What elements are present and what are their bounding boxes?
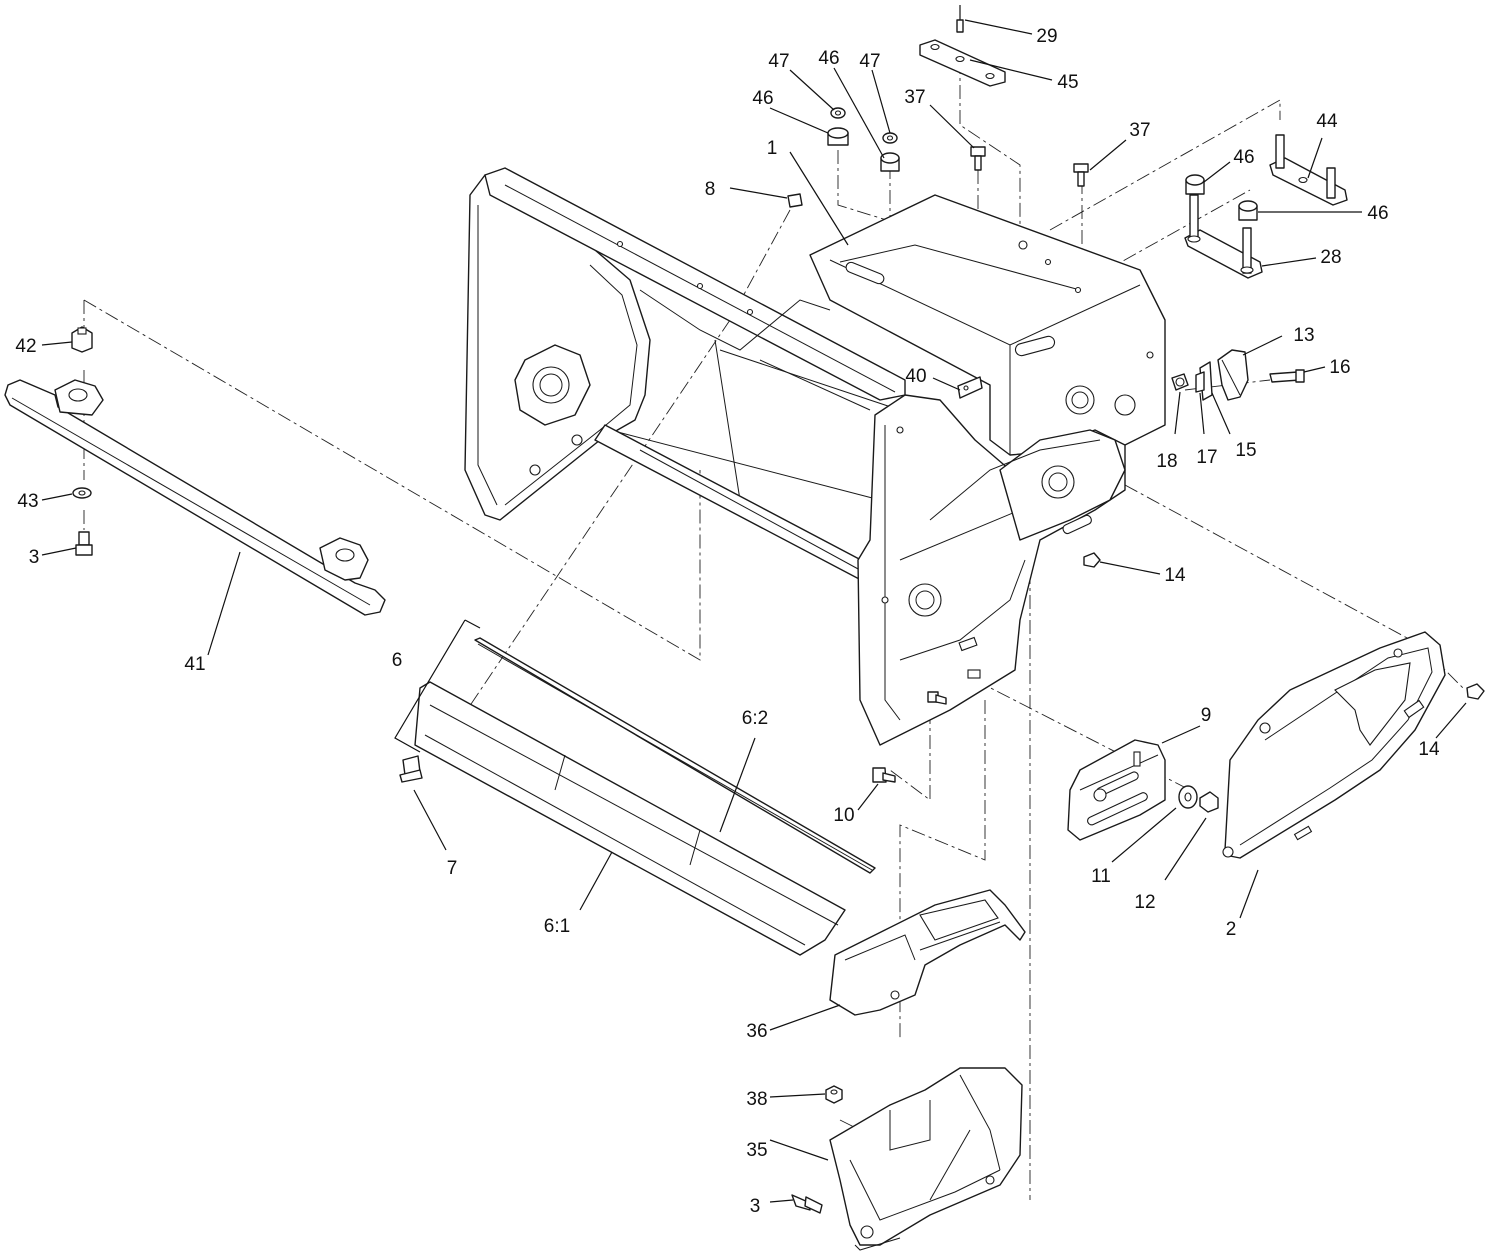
callout-47: 47 [768,51,789,72]
callout-15: 15 [1235,440,1256,461]
callout-40: 40 [905,366,926,387]
latch-assembly [1171,349,1305,401]
shaft-plate-28 [1184,194,1263,279]
belt-cover [1222,631,1446,859]
grommet-46-plate-44 [1185,174,1205,195]
shaft-plate-44 [1269,134,1348,206]
pin-29 [956,5,964,33]
housing-frame [464,167,1166,746]
callout-43: 43 [17,491,38,512]
link-45 [919,39,1006,87]
callout-44: 44 [1316,111,1338,132]
pin-10 [872,691,947,783]
washer-47-left [830,107,846,119]
callout-2: 2 [1226,919,1237,940]
callout-13: 13 [1293,325,1314,346]
carriage-bolt-7 [399,755,423,783]
callout-46: 46 [1233,147,1254,168]
clip-40 [957,376,983,399]
bolt-3-left [75,531,93,556]
callout-42: 42 [15,336,36,357]
callout-37: 37 [904,87,925,108]
nut-12 [1199,791,1219,813]
nut-38 [825,1085,843,1104]
callout-29: 29 [1036,26,1057,47]
grommet-46-plate-28 [1238,200,1258,221]
callout-28: 28 [1320,247,1341,268]
grommet-46-top-left [827,127,849,146]
callout-14: 14 [1164,565,1186,586]
callout-46: 46 [1367,203,1388,224]
leader-lines [41,19,1467,1203]
callout-1: 1 [767,138,778,159]
callout-3: 3 [750,1196,761,1217]
callout-8: 8 [705,179,716,200]
screw-37-right [1073,163,1089,187]
scraper-bar-6-1 [414,681,846,956]
callout-6: 6 [392,650,403,671]
callout-35: 35 [746,1140,767,1161]
callout-37: 37 [1129,120,1150,141]
skid-shoe-9 [1067,739,1166,841]
washer-43 [72,487,92,499]
callout-47: 47 [859,51,880,72]
callout-36: 36 [746,1021,767,1042]
callout-14: 14 [1418,739,1440,760]
callout-41: 41 [184,654,205,675]
callout-45: 45 [1057,72,1078,93]
callout-labels: 1 2 3 3 6 6:1 6:2 7 8 9 10 11 12 13 14 1… [15,26,1440,1217]
callout-6-2: 6:2 [742,708,768,729]
bolt-3-bottom [791,1194,823,1214]
scraper-blade-6-2 [474,637,876,874]
callout-3: 3 [29,547,40,568]
callout-17: 17 [1196,447,1217,468]
callout-10: 10 [833,805,854,826]
callout-46: 46 [752,88,773,109]
cross-bar [4,379,386,616]
bracket-6 [394,619,481,753]
bolt-14-frame [1083,552,1101,568]
callout-38: 38 [746,1089,767,1110]
callout-16: 16 [1329,357,1350,378]
callout-18: 18 [1156,451,1177,472]
washer-47-right [882,132,898,144]
washer-11 [1178,785,1198,809]
callout-46: 46 [818,48,839,69]
grommet-46-top-right [880,152,900,172]
bushing-8 [787,193,803,208]
callout-9: 9 [1201,705,1212,726]
clip-nut [71,326,93,353]
deflector-36 [829,889,1026,1016]
callout-7: 7 [447,858,458,879]
callout-6-1: 6:1 [544,916,570,937]
bolt-14-cover [1466,683,1485,700]
screw-37-left [970,146,986,171]
callout-11: 11 [1091,866,1111,887]
callout-12: 12 [1134,892,1155,913]
shroud-35 [829,1067,1023,1251]
